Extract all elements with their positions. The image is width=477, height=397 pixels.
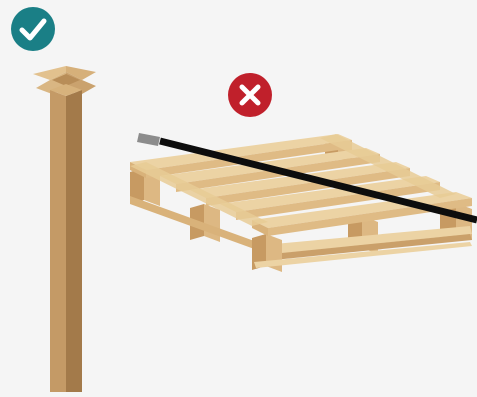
wooden-pallet-icon	[130, 134, 472, 272]
cross-icon	[228, 73, 272, 117]
cardboard-edge-protector-icon	[33, 66, 96, 392]
strap-icon	[137, 133, 477, 224]
checkmark-icon	[11, 7, 55, 51]
